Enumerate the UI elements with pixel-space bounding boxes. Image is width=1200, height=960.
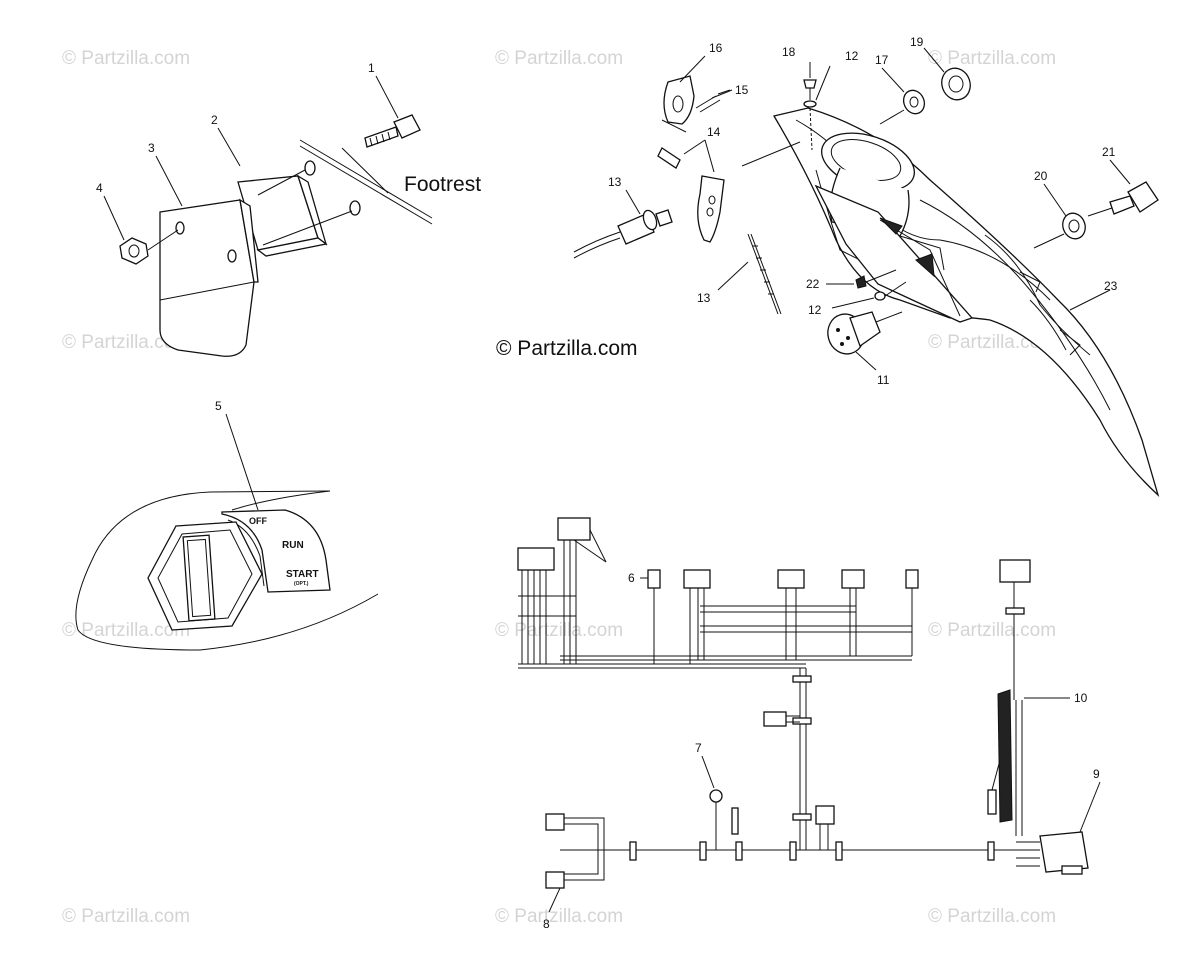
lever-part-16	[697, 175, 725, 243]
watermark-layer: © Partzilla.com © Partzilla.com © Partzi…	[62, 48, 1056, 927]
callout-number: 17	[875, 53, 889, 67]
switch-part-15	[573, 209, 673, 259]
watermark: © Partzilla.com	[495, 620, 623, 641]
cable-part-14	[747, 233, 779, 315]
harness-part-10	[997, 689, 1013, 823]
callout-number: 14	[707, 125, 721, 139]
key-part-21	[1087, 181, 1159, 217]
connector	[557, 517, 591, 541]
switch-label-run: RUN	[282, 540, 304, 551]
watermark: © Partzilla.com	[62, 620, 190, 641]
washer-part-12	[803, 100, 817, 108]
callout-number: 3	[148, 141, 155, 155]
washer-part-12	[874, 291, 886, 301]
callout-number: 10	[1074, 691, 1088, 705]
callout-number: 5	[215, 399, 222, 413]
connector	[815, 805, 835, 825]
washer	[349, 200, 361, 216]
washer-part-19	[902, 89, 926, 115]
callout-number: 8	[543, 917, 550, 931]
watermark: © Partzilla.com	[928, 48, 1056, 69]
watermark: © Partzilla.com	[495, 48, 623, 69]
callout-number: 2	[211, 113, 218, 127]
callout-number: 23	[1104, 279, 1118, 293]
bolt-part-1	[364, 114, 421, 148]
spring-part-17	[695, 95, 721, 113]
watermark: © Partzilla.com	[928, 620, 1056, 641]
callout-number: 15	[735, 83, 749, 97]
screw-part-13	[803, 79, 817, 89]
ring-terminal-part-7	[709, 789, 723, 803]
callout-number: 12	[808, 303, 822, 317]
watermark: © Partzilla.com	[928, 906, 1056, 927]
nut-part-4	[119, 229, 179, 265]
wiring-harness: 6 7 8 9 10	[517, 517, 1101, 931]
connector	[987, 789, 997, 815]
ignition-switch-part-11	[827, 311, 903, 355]
callout-number: 6	[628, 571, 635, 585]
connector	[545, 813, 565, 831]
watermark: © Partzilla.com	[62, 332, 190, 353]
connector	[647, 569, 661, 589]
bracket-part-18	[661, 75, 695, 133]
switch-label-opt: (OPT.)	[294, 581, 309, 587]
washer	[304, 160, 316, 176]
callout-number: 12	[845, 49, 859, 63]
callout-number: 4	[96, 181, 103, 195]
callout-number: 16	[709, 41, 723, 55]
key-switch-panel: OFF RUN START (OPT.) 5	[75, 399, 379, 651]
footrest-label: Footrest	[404, 173, 481, 196]
callout-number: 18	[782, 45, 796, 59]
callout-number: 1	[368, 61, 375, 75]
footrest-pad-part-3	[159, 198, 259, 357]
callout-number: 11	[877, 373, 890, 387]
connector-part-9	[1039, 831, 1089, 873]
grommet-part-20	[941, 67, 971, 101]
connector	[545, 871, 565, 889]
connector	[905, 569, 919, 589]
connector	[683, 569, 711, 589]
switch-label-off: OFF	[249, 516, 267, 526]
console-assembly: 16 15 14 13 13 18 12 17 19 21 20 23 22 1…	[573, 35, 1160, 498]
connector	[763, 711, 787, 727]
connector	[999, 559, 1031, 583]
callout-number: 21	[1102, 145, 1116, 159]
callout-number: 19	[910, 35, 924, 49]
connector	[841, 569, 865, 589]
connector	[517, 547, 555, 571]
center-watermark: © Partzilla.com	[496, 337, 638, 360]
callout-number: 13	[697, 291, 711, 305]
callout-number: 9	[1093, 767, 1100, 781]
nut-part-22	[1062, 212, 1086, 240]
console-part-23	[772, 107, 1160, 498]
pin-part-16	[657, 147, 681, 169]
watermark: © Partzilla.com	[62, 906, 190, 927]
callout-number: 7	[695, 741, 702, 755]
callout-number: 22	[806, 277, 820, 291]
callout-number: 13	[608, 175, 622, 189]
connector	[731, 807, 739, 835]
watermark: © Partzilla.com	[62, 48, 190, 69]
watermark: © Partzilla.com	[495, 906, 623, 927]
connector	[777, 569, 805, 589]
callout-number: 20	[1034, 169, 1048, 183]
switch-label-start: START	[286, 569, 319, 580]
screw-part-13	[855, 275, 867, 289]
footrest-assembly: Footrest	[96, 61, 481, 357]
